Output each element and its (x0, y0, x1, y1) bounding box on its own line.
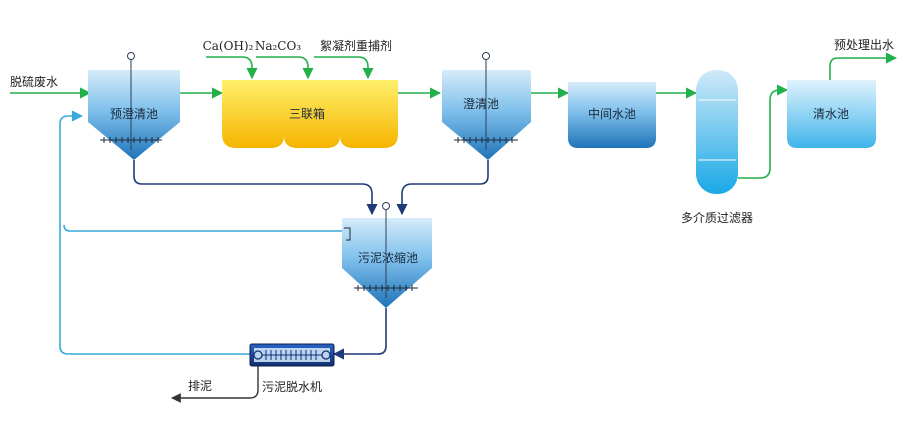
label-filter: 多介质过滤器 (681, 211, 753, 225)
return-thickener-overflow (63, 224, 351, 241)
return-flow-lines (59, 110, 351, 355)
intermediate-tank[interactable] (568, 82, 656, 148)
label-clearwell: 清水池 (813, 107, 849, 121)
flow-filter-to-clearwell (738, 84, 789, 179)
flow-outlet (829, 52, 898, 80)
label-mixer: 三联箱 (289, 106, 325, 121)
return-press-filtrate (59, 110, 250, 355)
clear-water-tank[interactable] (787, 80, 876, 148)
label-thickener: 污泥浓缩池 (358, 250, 418, 265)
label-feed: 脱硫废水 (10, 74, 58, 89)
sludge-clarifier-to-thickener (396, 160, 489, 216)
clarifier-tank[interactable] (442, 52, 531, 161)
label-chem1: Ca(OH)₂ (203, 39, 254, 53)
flow-chem2 (256, 56, 314, 80)
sludge-thickener-to-press (332, 308, 387, 360)
label-preclarifier: 预澄清池 (110, 106, 158, 121)
pre-clarifier-tank[interactable] (88, 52, 180, 161)
label-intermediate: 中间水池 (588, 106, 636, 121)
flow-chem3 (314, 56, 374, 80)
label-chem2: Na₂CO₃ (255, 39, 301, 53)
label-chem3: 絮凝剂重捕剂 (320, 38, 392, 53)
sludge-thickener[interactable] (342, 202, 432, 309)
sludge-preclarifier-to-thickener (133, 160, 378, 216)
water-flow-lines (10, 52, 898, 179)
label-clarifier: 澄清池 (463, 96, 499, 111)
label-discharge: 排泥 (188, 379, 212, 393)
label-press: 污泥脱水机 (262, 379, 322, 394)
flow-chem1 (206, 56, 258, 80)
three-compartment-tank[interactable] (222, 80, 398, 148)
sludge-flow-lines (133, 160, 489, 360)
sludge-dewatering-machine[interactable] (249, 343, 335, 367)
multimedia-filter[interactable] (696, 70, 738, 194)
label-outlet: 预处理出水 (834, 38, 894, 52)
flow-discharge (171, 366, 259, 403)
